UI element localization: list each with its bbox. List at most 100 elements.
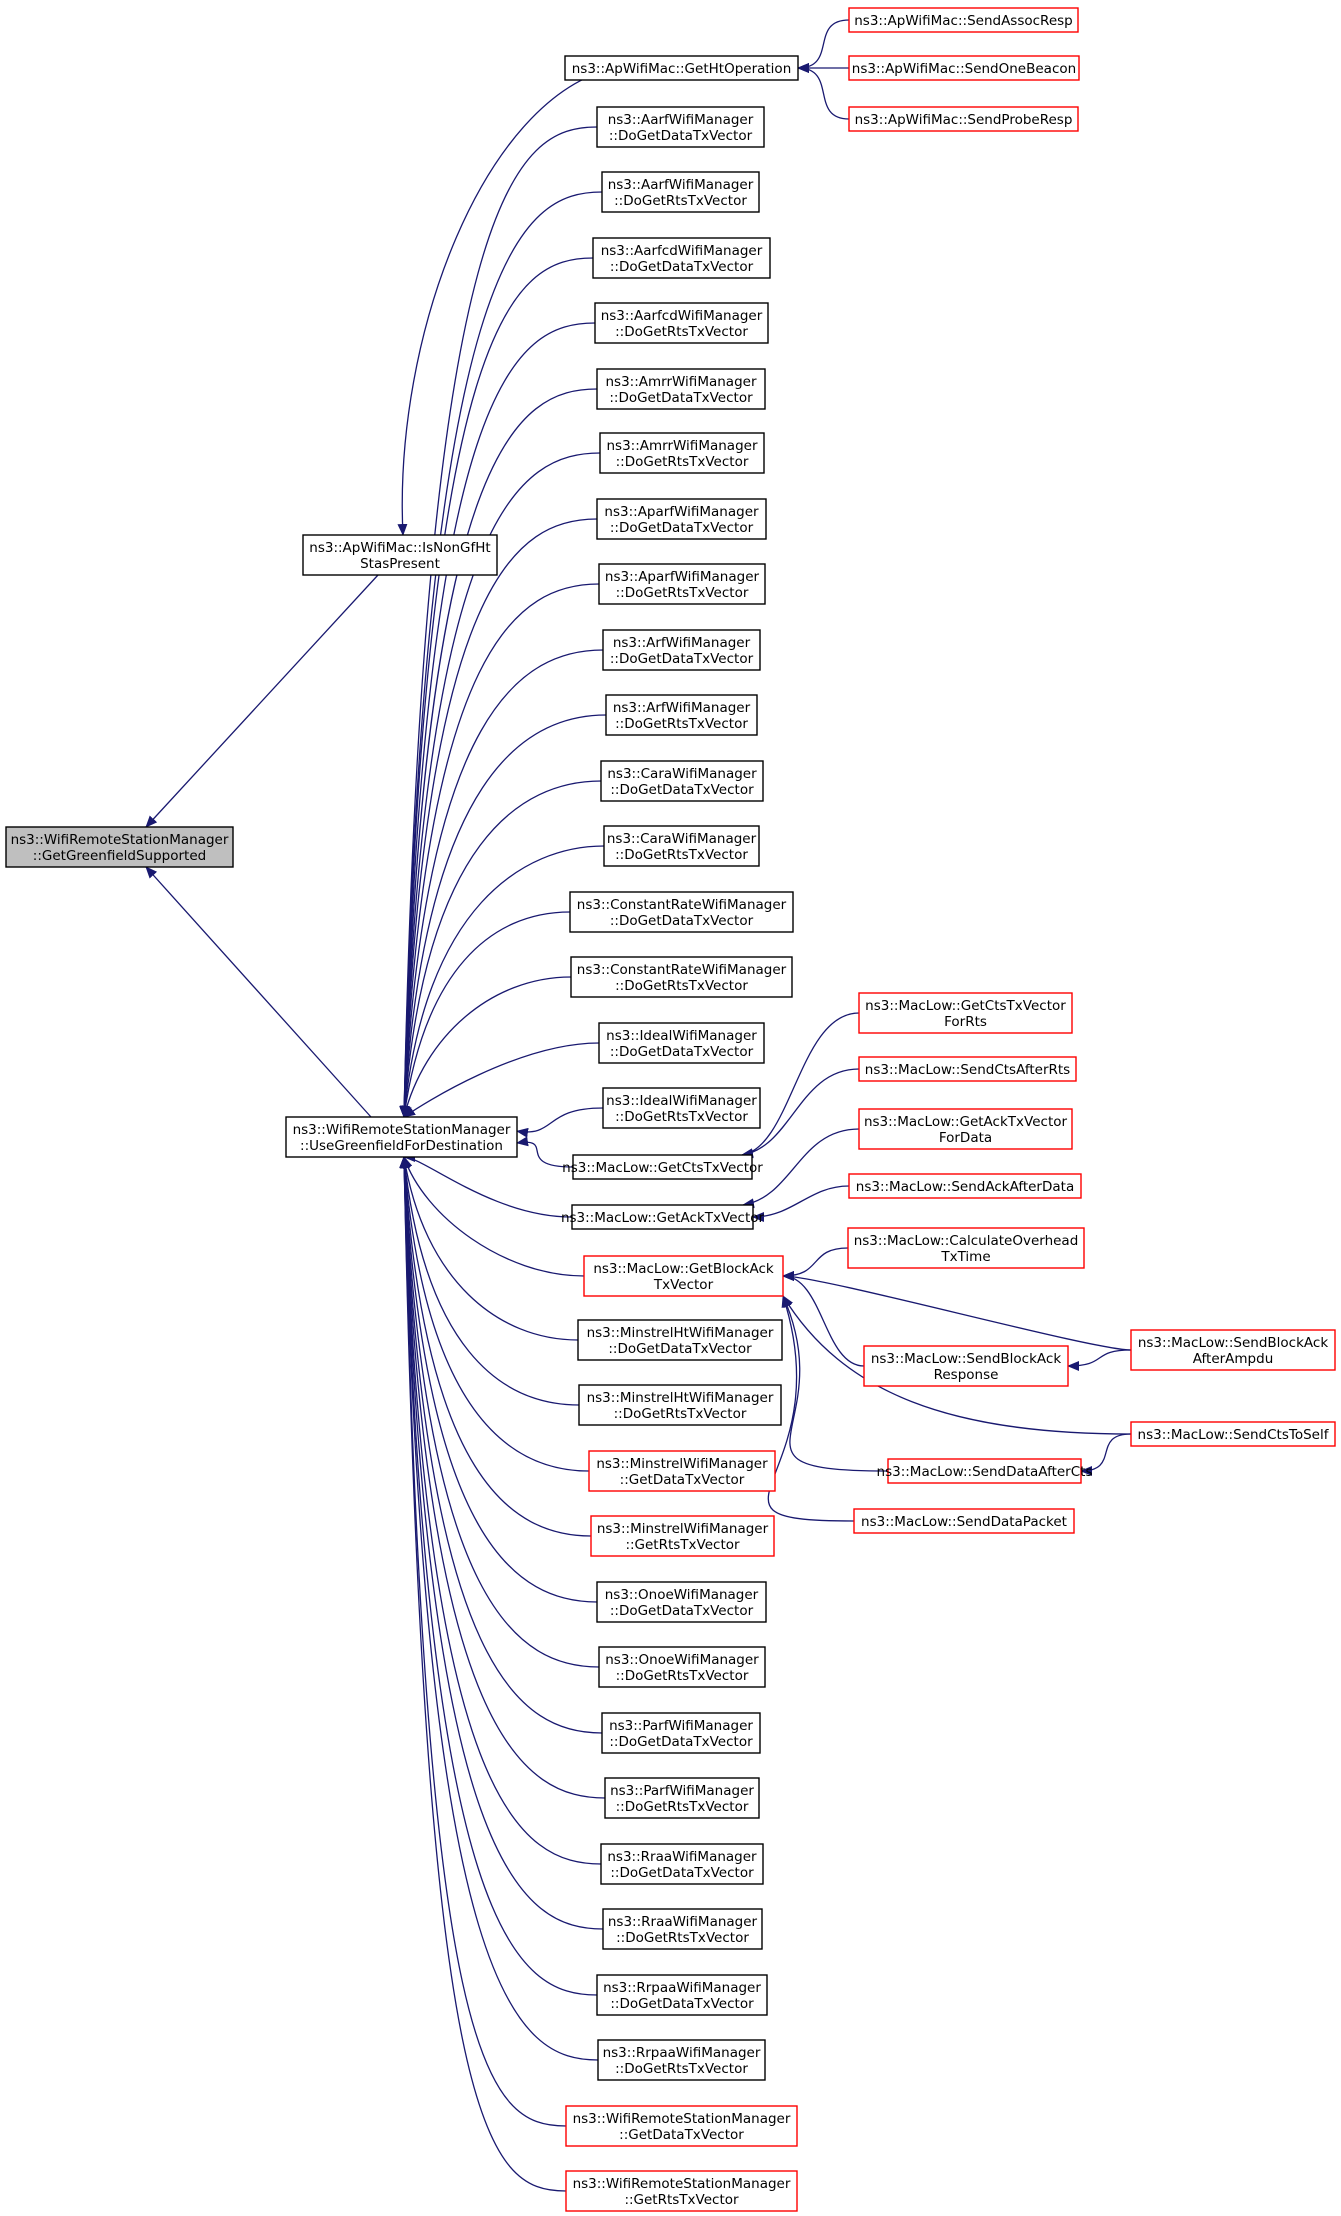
node-aarf_d[interactable]: ns3::AarfWifiManager::DoGetDataTxVector xyxy=(596,106,765,148)
node-parf_r[interactable]: ns3::ParfWifiManager::DoGetRtsTxVector xyxy=(604,1777,760,1819)
node-label-line: ns3::MinstrelHtWifiManager xyxy=(587,1390,774,1406)
node-aparf_r[interactable]: ns3::AparfWifiManager::DoGetRtsTxVector xyxy=(598,563,766,605)
node-label-line: ns3::AarfcdWifiManager xyxy=(601,308,763,324)
node-rraa_r[interactable]: ns3::RraaWifiManager::DoGetRtsTxVector xyxy=(602,1908,763,1950)
edge-const_d-to-usegf xyxy=(400,911,571,1118)
edge-ideal_d-to-usegf xyxy=(403,1042,600,1118)
node-aarfcd_r[interactable]: ns3::AarfcdWifiManager::DoGetRtsTxVector xyxy=(594,302,769,344)
node-box xyxy=(604,1777,760,1819)
node-label-line: ns3::ApWifiMac::IsNonGfHt xyxy=(309,540,490,556)
node-rrpaa_d[interactable]: ns3::RrpaaWifiManager::DoGetDataTxVector xyxy=(596,1974,768,2016)
node-box xyxy=(578,1384,782,1426)
node-label-line: ns3::MacLow::SendDataAfterCts xyxy=(877,1464,1093,1480)
node-mhtr[interactable]: ns3::MinstrelHtWifiManager::DoGetRtsTxVe… xyxy=(578,1384,782,1426)
node-onoe_r[interactable]: ns3::OnoeWifiManager::DoGetRtsTxVector xyxy=(598,1646,766,1688)
node-ideal_d[interactable]: ns3::IdealWifiManager::DoGetDataTxVector xyxy=(598,1022,765,1064)
node-mind[interactable]: ns3::MinstrelWifiManager::GetDataTxVecto… xyxy=(588,1450,776,1492)
node-getack[interactable]: ns3::MacLow::GetAckTxVector xyxy=(561,1204,765,1230)
node-box xyxy=(601,171,760,213)
node-label-line: ns3::RrpaaWifiManager xyxy=(603,1980,761,1996)
node-label-line: ns3::ApWifiMac::SendAssocResp xyxy=(854,13,1073,29)
edge-aarfcd_d-to-usegf xyxy=(399,257,594,1118)
node-label-line: ::DoGetRtsTxVector xyxy=(615,716,748,732)
edge-minr-to-usegf xyxy=(399,1156,592,1537)
node-getcts[interactable]: ns3::MacLow::GetCtsTxVector xyxy=(562,1154,763,1180)
node-label-line: ::DoGetDataTxVector xyxy=(610,259,754,275)
edge-wrsm_r-to-usegf xyxy=(399,1156,567,2192)
node-ctstoself[interactable]: ns3::MacLow::SendCtsToSelf xyxy=(1130,1421,1336,1447)
node-label-line: ::DoGetDataTxVector xyxy=(610,913,754,929)
node-label-line: ::DoGetRtsTxVector xyxy=(614,1406,747,1422)
node-aarf_r[interactable]: ns3::AarfWifiManager::DoGetRtsTxVector xyxy=(601,171,760,213)
node-cara_d[interactable]: ns3::CaraWifiManager::DoGetDataTxVector xyxy=(600,760,764,802)
node-minr[interactable]: ns3::MinstrelWifiManager::GetRtsTxVector xyxy=(590,1515,775,1557)
node-onoe_d[interactable]: ns3::OnoeWifiManager::DoGetDataTxVector xyxy=(596,1581,767,1623)
node-label-line: ns3::ApWifiMac::GetHtOperation xyxy=(572,61,792,77)
node-cara_r[interactable]: ns3::CaraWifiManager::DoGetRtsTxVector xyxy=(603,825,760,867)
node-label-line: ns3::ParfWifiManager xyxy=(610,1783,754,1799)
edge-dataaftercts-to-getba xyxy=(782,1295,889,1472)
node-box xyxy=(596,1581,767,1623)
node-label-line: ::DoGetDataTxVector xyxy=(609,1734,753,1750)
node-label-line: ns3::AarfcdWifiManager xyxy=(601,243,763,259)
node-label-line: ns3::MinstrelHtWifiManager xyxy=(587,1325,774,1341)
node-amrr_r[interactable]: ns3::AmrrWifiManager::DoGetRtsTxVector xyxy=(599,432,765,474)
edge-mhtd-to-usegf xyxy=(400,1156,579,1341)
node-aparf_d[interactable]: ns3::AparfWifiManager::DoGetDataTxVector xyxy=(596,498,767,540)
edge-const_r-to-usegf xyxy=(401,976,572,1118)
node-box xyxy=(848,55,1080,81)
edge-getba-to-usegf xyxy=(402,1156,585,1277)
node-dataaftercts[interactable]: ns3::MacLow::SendDataAfterCts xyxy=(877,1458,1093,1484)
edge-cara_r-to-usegf xyxy=(400,845,605,1118)
node-box xyxy=(597,2039,766,2081)
edge-sendbaresp-to-getba xyxy=(782,1271,865,1367)
node-usegf[interactable]: ns3::WifiRemoteStationManager::UseGreenf… xyxy=(285,1116,518,1158)
node-rrpaa_r[interactable]: ns3::RrpaaWifiManager::DoGetRtsTxVector xyxy=(597,2039,766,2081)
node-box xyxy=(602,1087,761,1129)
node-amrr_d[interactable]: ns3::AmrrWifiManager::DoGetDataTxVector xyxy=(596,368,766,410)
node-parf_d[interactable]: ns3::ParfWifiManager::DoGetDataTxVector xyxy=(601,1712,761,1754)
node-box xyxy=(1130,1329,1336,1371)
node-label-line: ns3::MacLow::SendCtsToSelf xyxy=(1138,1427,1330,1443)
node-getht[interactable]: ns3::ApWifiMac::GetHtOperation xyxy=(564,55,799,81)
edge-assoc-to-getht xyxy=(797,19,850,73)
node-aarfcd_d[interactable]: ns3::AarfcdWifiManager::DoGetDataTxVecto… xyxy=(592,237,771,279)
node-label-line: TxTime xyxy=(940,1249,990,1265)
node-box xyxy=(592,237,771,279)
node-probe[interactable]: ns3::ApWifiMac::SendProbeResp xyxy=(848,106,1079,132)
node-root[interactable]: ns3::WifiRemoteStationManager::GetGreenf… xyxy=(5,826,234,868)
node-const_d[interactable]: ns3::ConstantRateWifiManager::DoGetDataT… xyxy=(569,891,794,933)
node-ideal_r[interactable]: ns3::IdealWifiManager::DoGetRtsTxVector xyxy=(602,1087,761,1129)
node-label-line: ::GetRtsTxVector xyxy=(624,2192,739,2208)
node-rraa_d[interactable]: ns3::RraaWifiManager::DoGetDataTxVector xyxy=(600,1843,764,1885)
node-wrsm_d[interactable]: ns3::WifiRemoteStationManager::GetDataTx… xyxy=(565,2105,798,2147)
node-label-line: ::DoGetDataTxVector xyxy=(608,1341,752,1357)
node-label-line: StasPresent xyxy=(360,556,440,572)
node-box xyxy=(596,106,765,148)
node-const_r[interactable]: ns3::ConstantRateWifiManager::DoGetRtsTx… xyxy=(570,956,793,998)
node-label-line: ns3::AparfWifiManager xyxy=(604,504,759,520)
node-beacon[interactable]: ns3::ApWifiMac::SendOneBeacon xyxy=(848,55,1080,81)
edge-mhtr-to-usegf xyxy=(400,1156,580,1406)
node-label-line: ::GetDataTxVector xyxy=(620,1472,745,1488)
node-label-line: ::DoGetDataTxVector xyxy=(609,390,753,406)
node-label-line: ForRts xyxy=(944,1014,987,1030)
edge-onoe_r-to-usegf xyxy=(399,1156,600,1668)
node-ackafterdata[interactable]: ns3::MacLow::SendAckAfterData xyxy=(848,1173,1082,1199)
node-assoc[interactable]: ns3::ApWifiMac::SendAssocResp xyxy=(848,7,1079,33)
node-arf_r[interactable]: ns3::ArfWifiManager::DoGetRtsTxVector xyxy=(605,694,758,736)
node-arf_d[interactable]: ns3::ArfWifiManager::DoGetDataTxVector xyxy=(602,629,761,671)
node-wrsm_r[interactable]: ns3::WifiRemoteStationManager::GetRtsTxV… xyxy=(565,2170,798,2212)
node-ctsafterrts[interactable]: ns3::MacLow::SendCtsAfterRts xyxy=(858,1056,1077,1082)
node-label-line: ::DoGetRtsTxVector xyxy=(615,324,748,340)
edge-aarf_d-to-usegf xyxy=(399,126,598,1118)
node-mhtd[interactable]: ns3::MinstrelHtWifiManager::DoGetDataTxV… xyxy=(577,1319,783,1361)
node-datapacket[interactable]: ns3::MacLow::SendDataPacket xyxy=(853,1508,1075,1534)
